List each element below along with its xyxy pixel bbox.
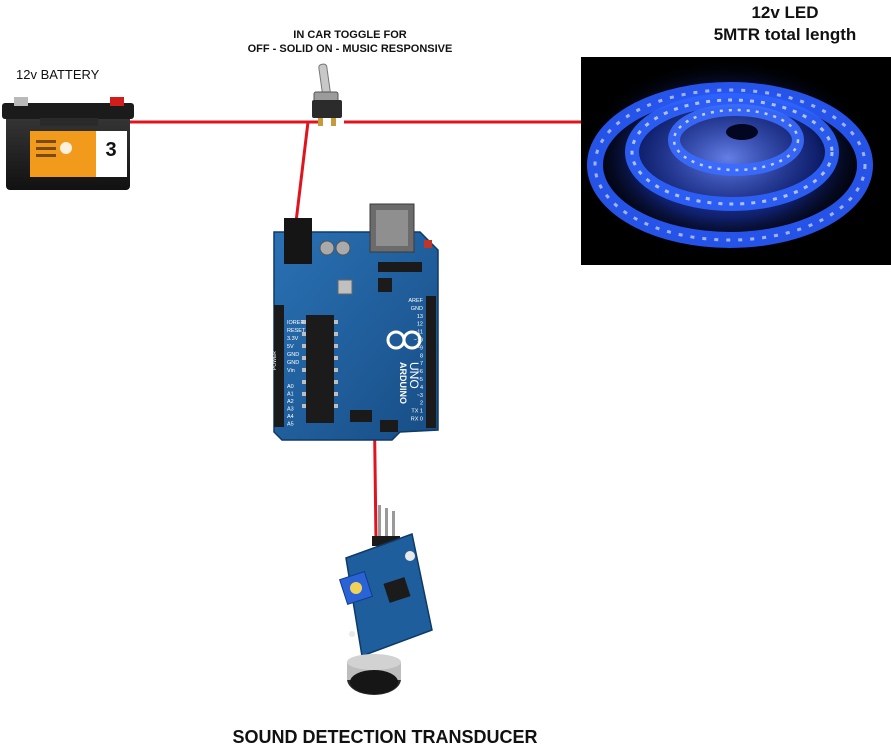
toggle-label: IN CAR TOGGLE FOR OFF - SOLID ON - MUSIC…	[200, 28, 500, 56]
battery-label: 12v BATTERY	[16, 67, 100, 82]
arduino-uno: ARDUINO UNO ANALOG IN POWER A0A1A2A3A4A5…	[254, 203, 439, 441]
led-label-line1: 12v LED	[751, 3, 819, 22]
toggle-label-line1: IN CAR TOGGLE FOR	[293, 29, 407, 41]
pin-label: ~9	[417, 345, 423, 351]
pin-label: TX 1	[411, 409, 423, 415]
power-pin-labels: IOREF RESET 3.3V 5V GND GND Vin	[287, 320, 306, 374]
pin-label: ~10	[414, 338, 423, 344]
wire-toggle-arduino	[294, 121, 310, 223]
pin-label: 4	[420, 385, 423, 391]
arduino-brand: ARDUINO	[398, 362, 408, 404]
toggle-switch	[312, 63, 342, 126]
pin-label: A0	[287, 384, 294, 390]
pin-label: 13	[417, 314, 423, 320]
digital-pin-labels: AREF GND 13 12 ~11 ~10~9 8 7 ~6 ~5 4 ~3 2 TX 1 RX 0	[408, 298, 423, 423]
pin-label: ~11	[414, 330, 423, 336]
sound-label: SOUND DETECTION TRANSDUCER	[232, 727, 538, 747]
pin-label: A5	[287, 422, 294, 428]
arduino-analog-header: ANALOG IN	[254, 392, 260, 420]
led-strip	[578, 57, 891, 265]
battery-badge: 3	[105, 139, 116, 161]
pin-label: IOREF	[287, 320, 304, 326]
led-label: 12v LED 5MTR total length	[660, 2, 891, 46]
pin-label: GND	[287, 352, 299, 358]
pin-label: 2	[420, 401, 423, 407]
arduino-model: UNO	[407, 362, 421, 389]
pin-label: 3.3V	[287, 336, 299, 342]
battery: 3	[2, 97, 134, 190]
pin-label: 12	[417, 322, 423, 328]
led-label-line2: 5MTR total length	[713, 25, 857, 44]
pin-label: 8	[420, 353, 423, 359]
pin-label: ~3	[417, 393, 423, 399]
pin-label: A2	[287, 399, 294, 405]
pin-label: 5V	[287, 344, 294, 350]
pin-label: ~5	[417, 377, 423, 383]
pin-label: 7	[420, 361, 423, 367]
pin-label: AREF	[408, 298, 423, 304]
toggle-label-line2: OFF - SOLID ON - MUSIC RESPONSIVE	[247, 43, 453, 55]
pin-label: RESET	[287, 328, 306, 334]
pin-label: A3	[287, 407, 294, 413]
pin-label: GND	[411, 306, 423, 312]
pin-label: RX 0	[411, 417, 423, 423]
arduino-power-header: POWER	[272, 351, 278, 370]
pin-label: A4	[287, 414, 294, 420]
pin-label: ~6	[417, 369, 423, 375]
sound-sensor	[338, 505, 433, 695]
pin-label: A1	[287, 392, 294, 398]
pin-label: Vin	[287, 368, 295, 374]
pin-label: GND	[287, 360, 299, 366]
